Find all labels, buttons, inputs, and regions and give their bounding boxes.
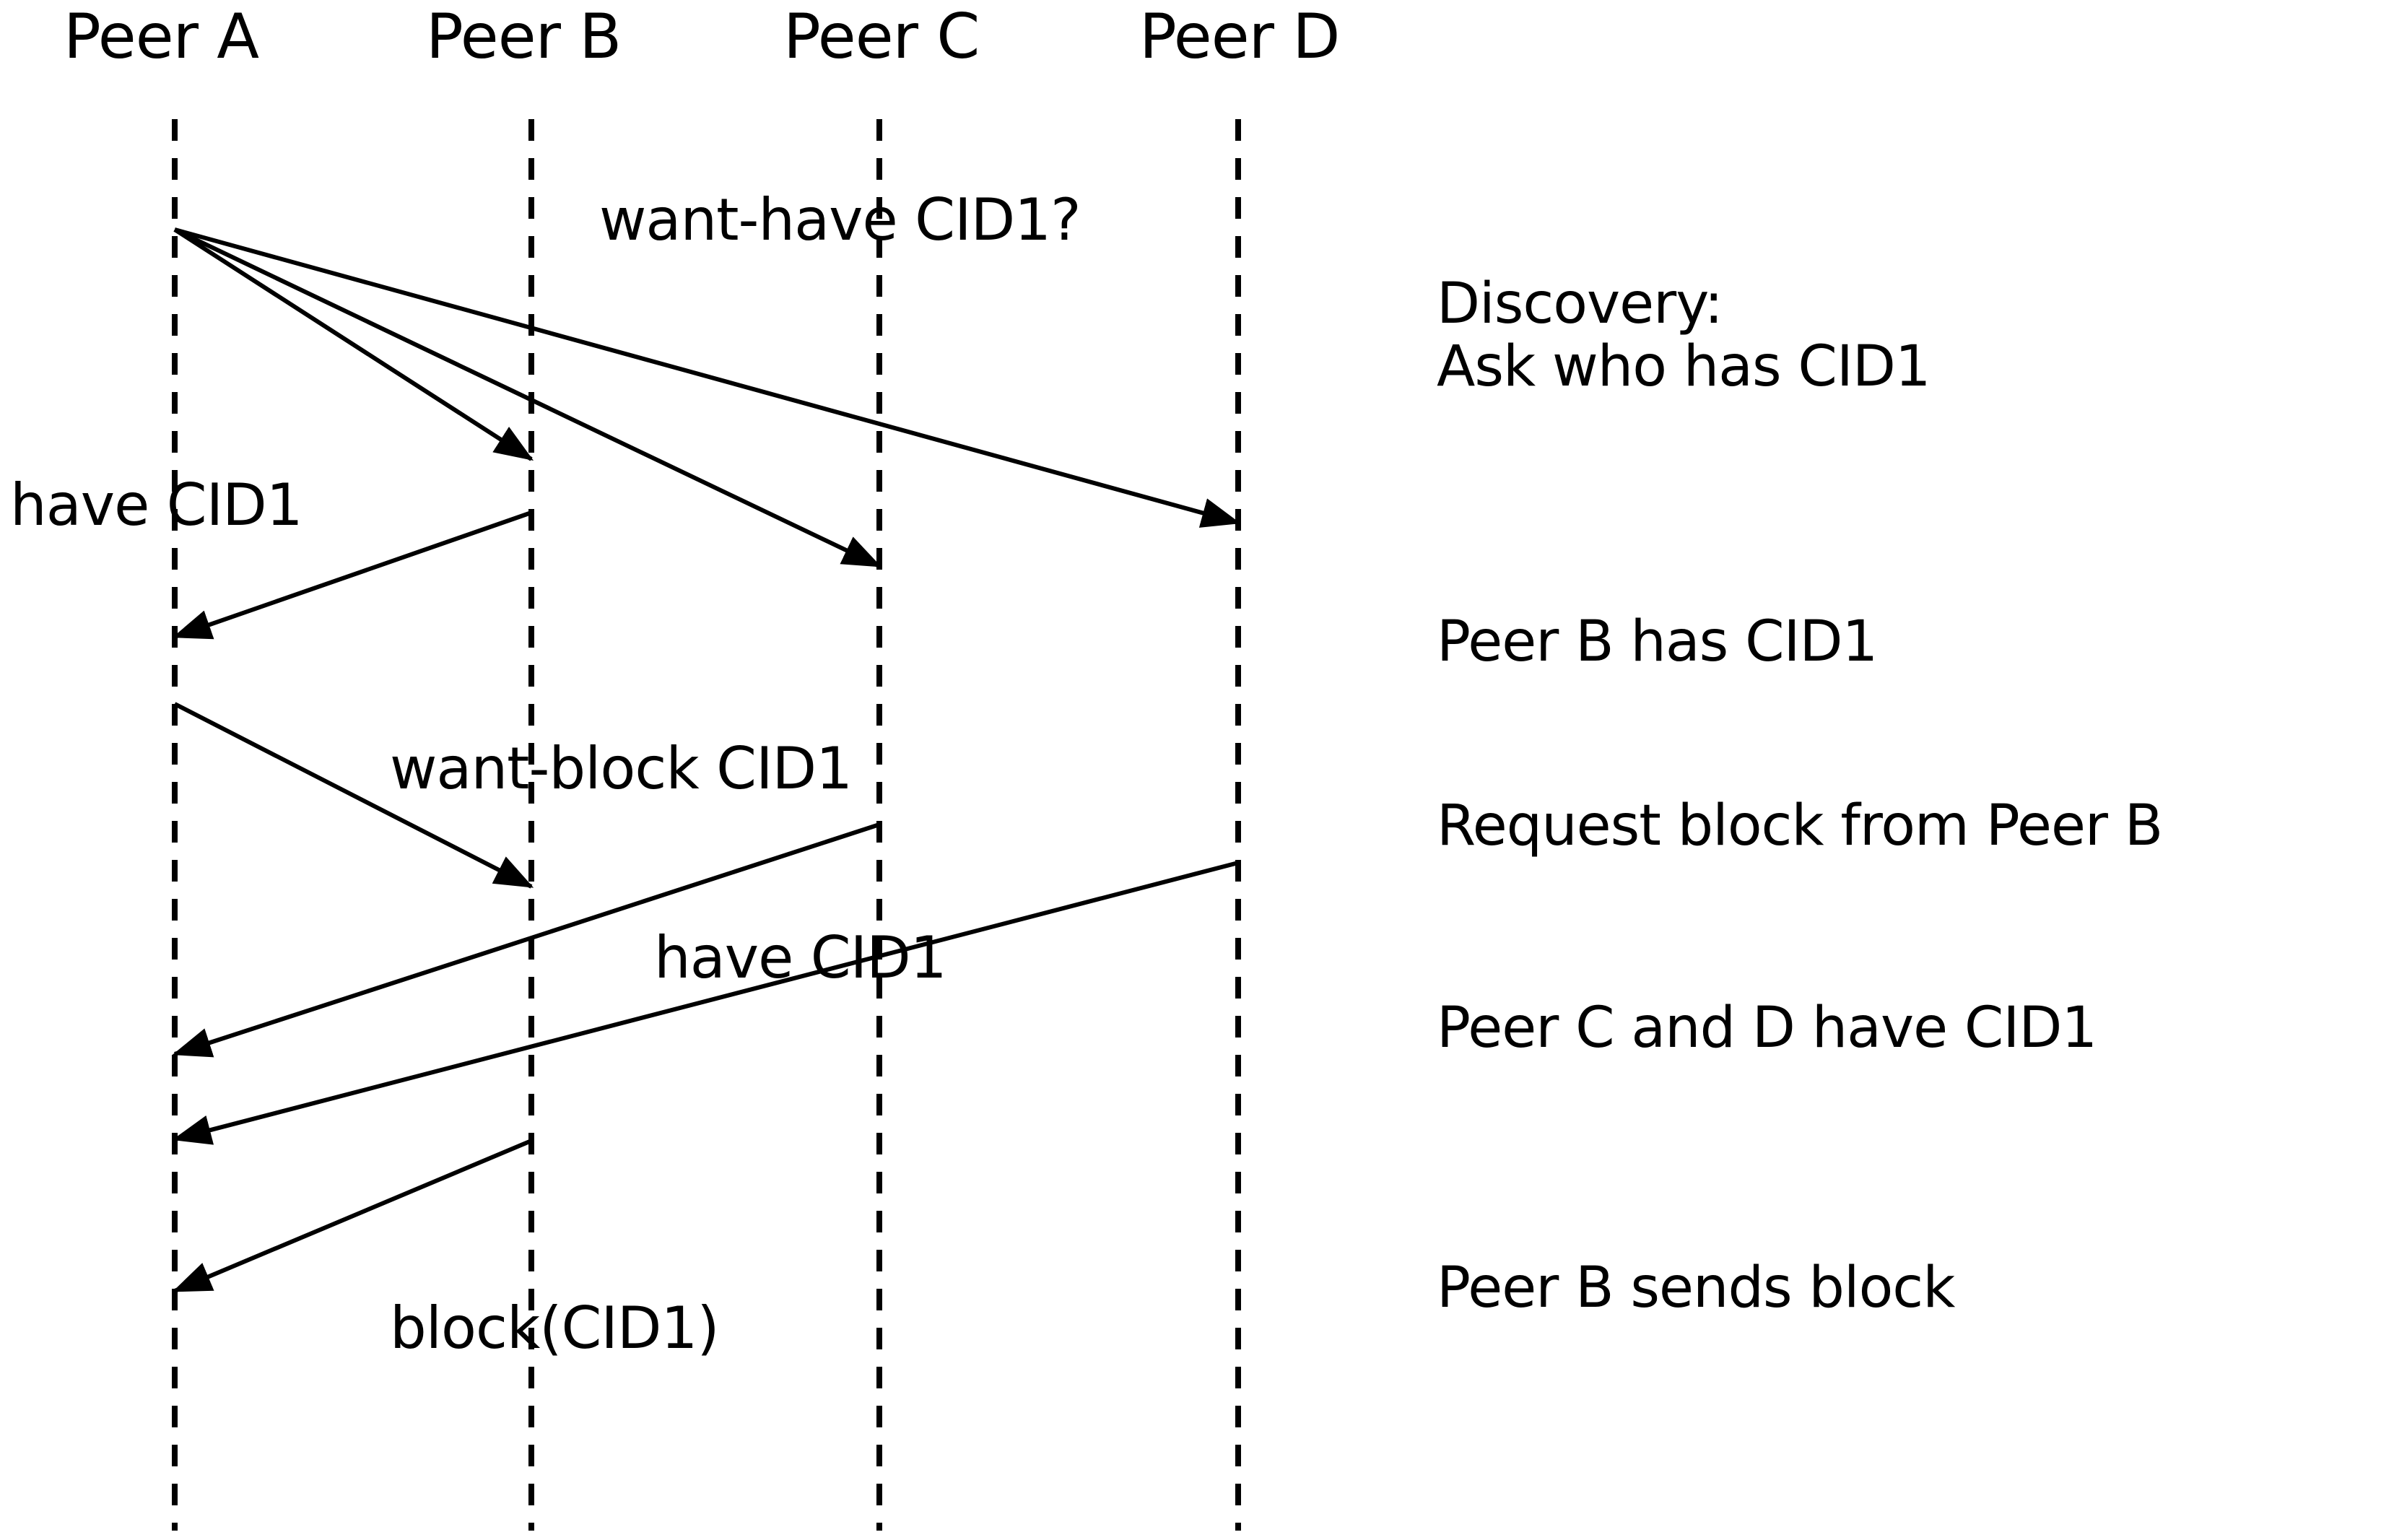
message-arrows-group: [172, 227, 1241, 1293]
message-arrow-want-have-b: [173, 227, 534, 461]
peer-header-a: Peer A: [64, 1, 259, 73]
message-arrow-want-have-c: [173, 227, 882, 568]
note-peer-c-and-d-have-cid1: Peer C and D have CID1: [1437, 996, 2097, 1061]
note-peer-b-has-cid1: Peer B has CID1: [1437, 609, 1878, 674]
message-arrow-have-cid1-b: [172, 510, 532, 640]
message-arrow-have-cid1-d: [172, 861, 1239, 1145]
note-request-block-from-peer-b: Request block from Peer B: [1437, 793, 2163, 858]
peer-header-d: Peer D: [1139, 1, 1341, 73]
message-arrow-want-have-d: [174, 227, 1241, 528]
message-label-want-have: want-have CID1?: [599, 186, 1081, 253]
peer-header-c: Peer C: [783, 1, 980, 73]
message-label-have-cid1-b: have CID1: [10, 471, 303, 539]
note-discovery: Discovery: Ask who has CID1: [1437, 271, 1931, 400]
message-label-have-cid1-cd: have CID1: [654, 924, 947, 991]
message-label-block-cid1: block(CID1): [390, 1295, 720, 1362]
message-arrow-block-cid1: [172, 1139, 533, 1293]
note-peer-b-sends-block: Peer B sends block: [1437, 1256, 1955, 1321]
message-arrow-want-block-b: [173, 702, 534, 889]
peer-header-b: Peer B: [426, 1, 622, 73]
message-label-want-block: want-block CID1: [390, 735, 853, 802]
message-arrow-have-cid1-c: [172, 822, 880, 1058]
